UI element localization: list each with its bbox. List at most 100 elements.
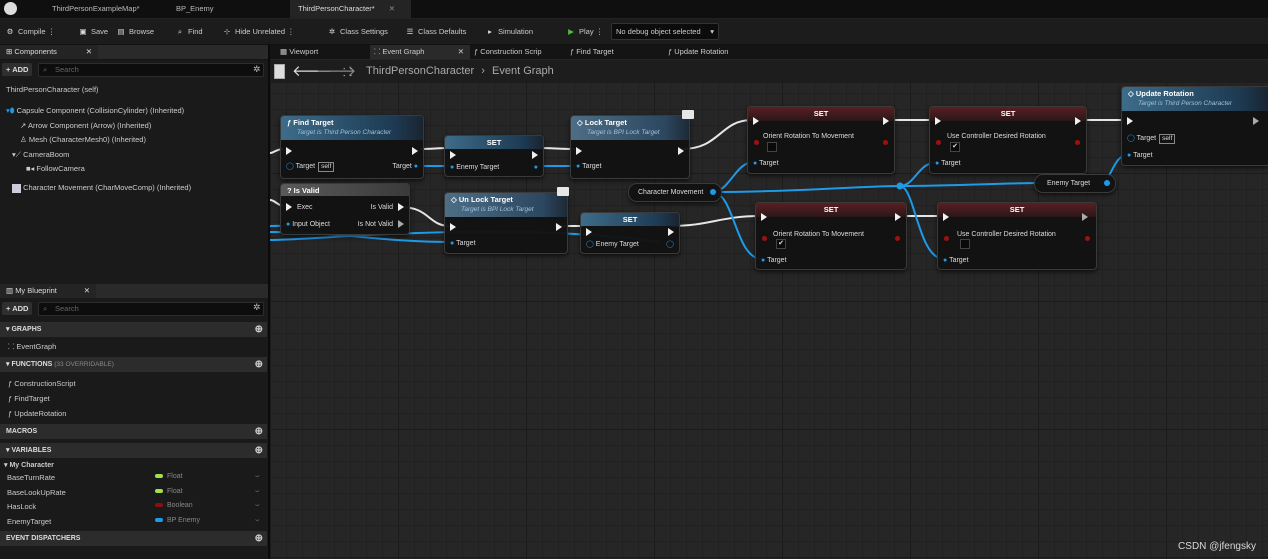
target-input-pin-2[interactable]: ● Target: [1127, 151, 1153, 160]
node-set-ucdr-2[interactable]: SET Use Controller Desired Rotation ● Ta…: [937, 202, 1097, 270]
exec-in-pin[interactable]: [943, 213, 949, 221]
section-functions[interactable]: ▾ FUNCTIONS (33 OVERRIDABLE)⊕: [0, 357, 267, 372]
node-set-enemy-target-2[interactable]: SET ◯ Enemy Target ◯: [580, 212, 680, 254]
graph-canvas[interactable]: [270, 45, 1268, 559]
exec-in-pin[interactable]: [753, 117, 759, 125]
close-icon[interactable]: ✕: [388, 4, 395, 13]
add-icon[interactable]: ⊕: [254, 359, 263, 370]
exec-in-pin[interactable]: [586, 228, 592, 236]
exec-in-pin[interactable]: [450, 223, 456, 231]
function-item-updaterotation[interactable]: ƒ UpdateRotation: [8, 409, 66, 418]
exec-out-pin[interactable]: [668, 228, 674, 236]
target-input-pin[interactable]: ● Target: [753, 159, 779, 168]
tree-item-capsule[interactable]: ▾⬮ Capsule Component (CollisionCylinder)…: [6, 106, 184, 116]
exec-out-pin[interactable]: [1082, 213, 1088, 221]
exec-out-pin[interactable]: [1253, 117, 1259, 125]
ucdr-checkbox[interactable]: [960, 239, 970, 249]
visibility-eye-icon[interactable]: ⌣: [255, 502, 260, 509]
class-settings-button[interactable]: ✲Class Settings: [327, 19, 388, 44]
bool-output-pin[interactable]: [883, 140, 888, 145]
target-output-pin[interactable]: Target ●: [392, 162, 418, 171]
blueprint-search-input[interactable]: ⌕Search: [38, 302, 264, 316]
enemy-target-pin[interactable]: ● Enemy Target: [450, 163, 499, 172]
function-item-findtarget[interactable]: ƒ FindTarget: [8, 394, 50, 403]
getter-output-pin[interactable]: [710, 189, 716, 195]
exec-in-pin[interactable]: [935, 117, 941, 125]
doc-tab-character[interactable]: ThirdPersonCharacter*✕: [290, 0, 411, 18]
add-member-button[interactable]: + ADD: [2, 302, 33, 315]
save-button[interactable]: ▣Save: [78, 19, 108, 44]
tab-event-graph[interactable]: ⸬ Event Graph✕: [370, 45, 470, 59]
bool-input-pin[interactable]: [944, 236, 949, 241]
close-icon[interactable]: ✕: [457, 47, 464, 56]
orient-rotation-checkbox[interactable]: [767, 142, 777, 152]
section-graphs[interactable]: ▾ GRAPHS⊕: [0, 322, 267, 337]
exec-out-pin[interactable]: [1075, 117, 1081, 125]
variable-type[interactable]: BP Enemy: [155, 517, 200, 524]
bool-output-pin[interactable]: [1075, 140, 1080, 145]
bool-input-pin[interactable]: [754, 140, 759, 145]
forward-arrow-icon[interactable]: 🡒: [316, 63, 357, 80]
bool-input-pin[interactable]: [936, 140, 941, 145]
hide-unrelated-button[interactable]: ⊹Hide Unrelated ⋮: [222, 19, 295, 44]
components-tab[interactable]: ⊞ Components✕: [0, 45, 98, 59]
settings-icon[interactable]: ✲: [253, 302, 261, 312]
class-defaults-button[interactable]: ☰Class Defaults: [405, 19, 467, 44]
my-blueprint-tab[interactable]: ▥ My Blueprint✕: [0, 284, 96, 298]
node-get-enemy-target[interactable]: Enemy Target: [1034, 174, 1116, 193]
tree-item-followcamera[interactable]: ■◂ FollowCamera: [26, 164, 85, 173]
breadcrumb-current[interactable]: Event Graph: [492, 65, 554, 77]
visibility-eye-icon[interactable]: ⌣: [255, 488, 260, 495]
breadcrumb-root[interactable]: ThirdPersonCharacter: [366, 65, 475, 77]
add-icon[interactable]: ⊕: [254, 533, 263, 544]
compile-button[interactable]: ⚙Compile ⋮: [5, 19, 55, 44]
node-get-character-movement[interactable]: Character Movement: [628, 183, 722, 202]
tree-item-cameraboom[interactable]: ▾⟋ CameraBoom: [12, 150, 69, 160]
exec-out-pin[interactable]: [532, 151, 538, 159]
panel-splitter[interactable]: [268, 45, 270, 559]
tab-update-rotation[interactable]: ƒ Update Rotation: [664, 45, 732, 59]
node-find-target[interactable]: ƒ Find Target Target is Third Person Cha…: [280, 115, 424, 179]
output-pin[interactable]: ●: [533, 164, 538, 171]
exec-out-pin[interactable]: [883, 117, 889, 125]
exec-in-pin[interactable]: [286, 147, 292, 155]
node-set-enemy-target[interactable]: SET ● Enemy Target ●: [444, 135, 544, 177]
bool-output-pin[interactable]: [895, 236, 900, 241]
tree-item-self[interactable]: ThirdPersonCharacter (self): [6, 85, 99, 94]
bookmark-icon[interactable]: [274, 64, 285, 79]
section-macros[interactable]: MACROS⊕: [0, 424, 267, 439]
node-set-ucdr-1[interactable]: SET Use Controller Desired Rotation ✔ ● …: [929, 106, 1087, 174]
getter-output-pin[interactable]: [1104, 180, 1110, 186]
variable-type[interactable]: Float: [155, 488, 183, 495]
exec-in-pin[interactable]: [761, 213, 767, 221]
variable-category[interactable]: ▾ My Character: [4, 461, 54, 469]
tab-viewport[interactable]: ▦ Viewport: [276, 45, 322, 59]
exec-out-pin[interactable]: [895, 213, 901, 221]
add-component-button[interactable]: + ADD: [2, 63, 33, 76]
doc-tab-bp-enemy[interactable]: BP_Enemy: [168, 0, 222, 18]
tab-construction-script[interactable]: ƒ Construction Scrip: [470, 45, 546, 59]
variable-type[interactable]: Float: [155, 473, 183, 480]
node-set-orient-rotation-1[interactable]: SET Orient Rotation To Movement ● Target: [747, 106, 895, 174]
components-search-input[interactable]: ⌕Search: [38, 63, 264, 77]
node-update-rotation[interactable]: ◇ Update Rotation Target is Third Person…: [1121, 86, 1268, 166]
browse-button[interactable]: ▤Browse: [116, 19, 154, 44]
add-icon[interactable]: ⊕: [254, 445, 263, 456]
is-not-valid-exec-pin[interactable]: [398, 220, 404, 228]
exec-out-pin[interactable]: [678, 147, 684, 155]
visibility-eye-icon[interactable]: ⌣: [255, 473, 260, 480]
doc-tab-map[interactable]: ThirdPersonExampleMap*: [44, 0, 148, 18]
back-arrow-icon[interactable]: 🡐: [292, 63, 333, 80]
settings-icon[interactable]: ✲: [253, 64, 261, 74]
target-input-pin[interactable]: ● Target: [935, 159, 961, 168]
node-is-valid[interactable]: ? Is Valid Exec Is Valid ● Input Object …: [280, 183, 410, 235]
exec-out-pin[interactable]: [412, 147, 418, 155]
is-valid-exec-pin[interactable]: [398, 203, 404, 211]
graph-item-eventgraph[interactable]: ⸬ EventGraph: [8, 342, 56, 352]
target-input-pin[interactable]: ● Target: [576, 162, 602, 171]
find-button[interactable]: ⌕Find: [175, 19, 203, 44]
